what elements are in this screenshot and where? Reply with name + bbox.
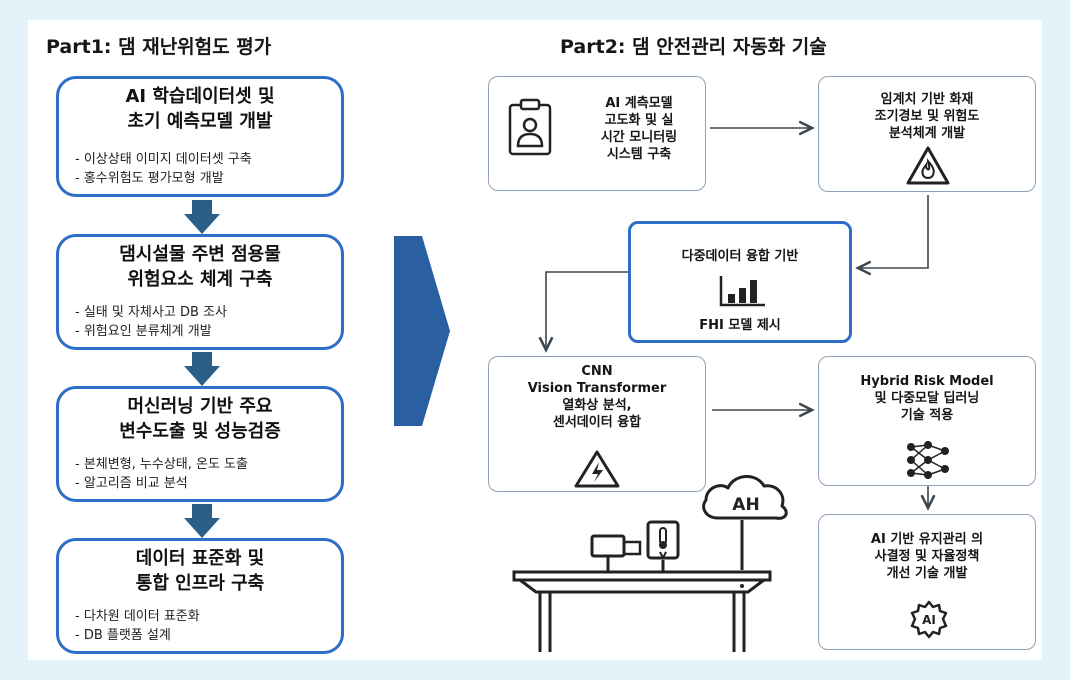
fusion-fhi-box: 다중데이터 융합 기반 FHI 모델 제시	[628, 221, 852, 343]
hybrid-text: Hybrid Risk Model 및 다중모달 딥러닝 기술 적용	[860, 374, 994, 423]
camera-icon	[590, 534, 626, 558]
bullet: - 실태 및 자체사고 DB 조사	[75, 305, 227, 320]
ai-gear-icon: AI	[910, 600, 948, 639]
neural-network-icon	[907, 441, 949, 479]
cloud-label: AH	[732, 495, 759, 515]
part1-title: Part1: 댐 재난위험도 평가	[46, 36, 272, 58]
cnn-box: CNN Vision Transformer 열화상 분석, 센서데이터 융합	[488, 356, 706, 492]
fire-warning-text: 임계치 기반 화재 조기경보 및 위험도 분석체계 개발	[874, 92, 980, 141]
fire-warning-icon	[906, 146, 950, 185]
fusion-bottom-text: FHI 모델 제시	[699, 318, 781, 333]
part1-box-4: 데이터 표준화 및 통합 인프라 구축 - 다차원 데이터 표준화 - DB 플…	[56, 538, 344, 654]
monitoring-text: AI 계측모델 고도화 및 실 시간 모니터링 시스템 구축	[600, 96, 678, 162]
bullet: - 알고리즘 비교 분석	[75, 476, 188, 491]
ai-decision-box: AI 기반 유지관리 의 사결정 및 자율정책 개선 기술 개발 AI	[818, 514, 1036, 650]
cloud-icon	[702, 475, 788, 520]
bullet: - 다차원 데이터 표준화	[75, 609, 200, 624]
down-arrow	[184, 200, 220, 234]
bullet: - 홍수위험도 평가모형 개발	[75, 171, 224, 186]
bullet: - 본체변형, 누수상태, 온도 도출	[75, 457, 249, 472]
ai-gear-label: AI	[922, 613, 936, 627]
electric-hazard-icon	[574, 450, 620, 488]
box-title: 머신러닝 기반 주요 변수도출 및 성능검증	[119, 396, 281, 442]
part1-box-2: 댐시설물 주변 점용물 위험요소 체계 구축 - 실태 및 자체사고 DB 조사…	[56, 234, 344, 350]
box-title: AI 학습데이터셋 및 초기 예측모델 개발	[125, 86, 275, 132]
monitoring-box: AI 계측모델 고도화 및 실 시간 모니터링 시스템 구축	[488, 76, 706, 191]
part1-box-3: 머신러닝 기반 주요 변수도출 및 성능검증 - 본체변형, 누수상태, 온도 …	[56, 386, 344, 502]
box-title: 댐시설물 주변 점용물 위험요소 체계 구축	[119, 244, 281, 290]
bar-chart-icon	[719, 276, 765, 307]
part2-title: Part2: 댐 안전관리 자동화 기술	[560, 36, 827, 58]
dam-infrastructure-illustration: AH	[512, 475, 788, 652]
bullet: - 위험요인 분류체계 개발	[75, 324, 212, 339]
fire-warning-box: 임계치 기반 화재 조기경보 및 위험도 분석체계 개발	[818, 76, 1036, 192]
down-arrow	[184, 352, 220, 386]
part1-box-1: AI 학습데이터셋 및 초기 예측모델 개발 - 이상상태 이미지 데이터셋 구…	[56, 76, 344, 197]
part-transition-arrow	[394, 236, 450, 426]
ai-decision-text: AI 기반 유지관리 의 사결정 및 자율정책 개선 기술 개발	[870, 532, 984, 581]
hybrid-model-box: Hybrid Risk Model 및 다중모달 딥러닝 기술 적용	[818, 356, 1036, 486]
clipboard-user-icon	[508, 98, 552, 156]
box-title: 데이터 표준화 및 통합 인프라 구축	[135, 548, 265, 594]
down-arrow	[184, 504, 220, 538]
bullet: - DB 플랫폼 설계	[75, 628, 171, 643]
bullet: - 이상상태 이미지 데이터셋 구축	[75, 152, 252, 167]
fusion-top-text: 다중데이터 융합 기반	[681, 249, 799, 264]
cnn-text: CNN Vision Transformer 열화상 분석, 센서데이터 융합	[527, 364, 667, 430]
